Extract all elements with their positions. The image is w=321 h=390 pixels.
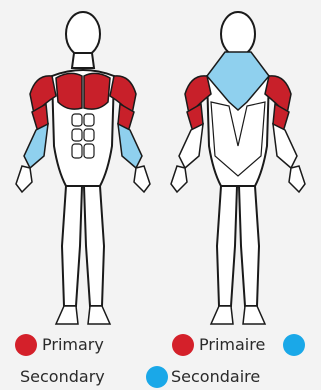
foot-right bbox=[243, 306, 265, 324]
leg-left bbox=[217, 186, 237, 306]
legend-primary-fr: Primaire bbox=[199, 335, 265, 355]
foot-left bbox=[56, 306, 78, 324]
neck bbox=[72, 53, 94, 68]
primary-dot-fr bbox=[172, 334, 194, 356]
forearm-left bbox=[179, 124, 203, 168]
back-body-figure bbox=[163, 6, 313, 331]
secondary-dot-fr-inline bbox=[283, 334, 305, 356]
legend-primary-en: Primary bbox=[42, 335, 104, 355]
back-body-svg bbox=[163, 6, 313, 331]
hand-left bbox=[171, 166, 187, 192]
forearm-right bbox=[273, 124, 297, 168]
foot-right bbox=[88, 306, 110, 324]
chest-right bbox=[84, 73, 110, 109]
legend-secondary-en: Secondary bbox=[20, 367, 105, 387]
forearm-right bbox=[118, 124, 142, 168]
leg-right bbox=[84, 186, 104, 306]
hand-left bbox=[16, 166, 32, 192]
hand-right bbox=[289, 166, 305, 192]
chest-left bbox=[56, 73, 82, 109]
forearm-left bbox=[24, 124, 48, 168]
legend-secondary-fr: Secondaire bbox=[171, 367, 260, 387]
leg-left bbox=[62, 186, 82, 306]
leg-right bbox=[239, 186, 259, 306]
head bbox=[66, 12, 100, 56]
foot-left bbox=[211, 306, 233, 324]
head bbox=[221, 12, 255, 56]
primary-dot-en bbox=[15, 334, 37, 356]
front-body-svg bbox=[8, 6, 158, 331]
hand-right bbox=[134, 166, 150, 192]
front-body-figure bbox=[8, 6, 158, 331]
secondary-dot-fr bbox=[146, 366, 168, 388]
